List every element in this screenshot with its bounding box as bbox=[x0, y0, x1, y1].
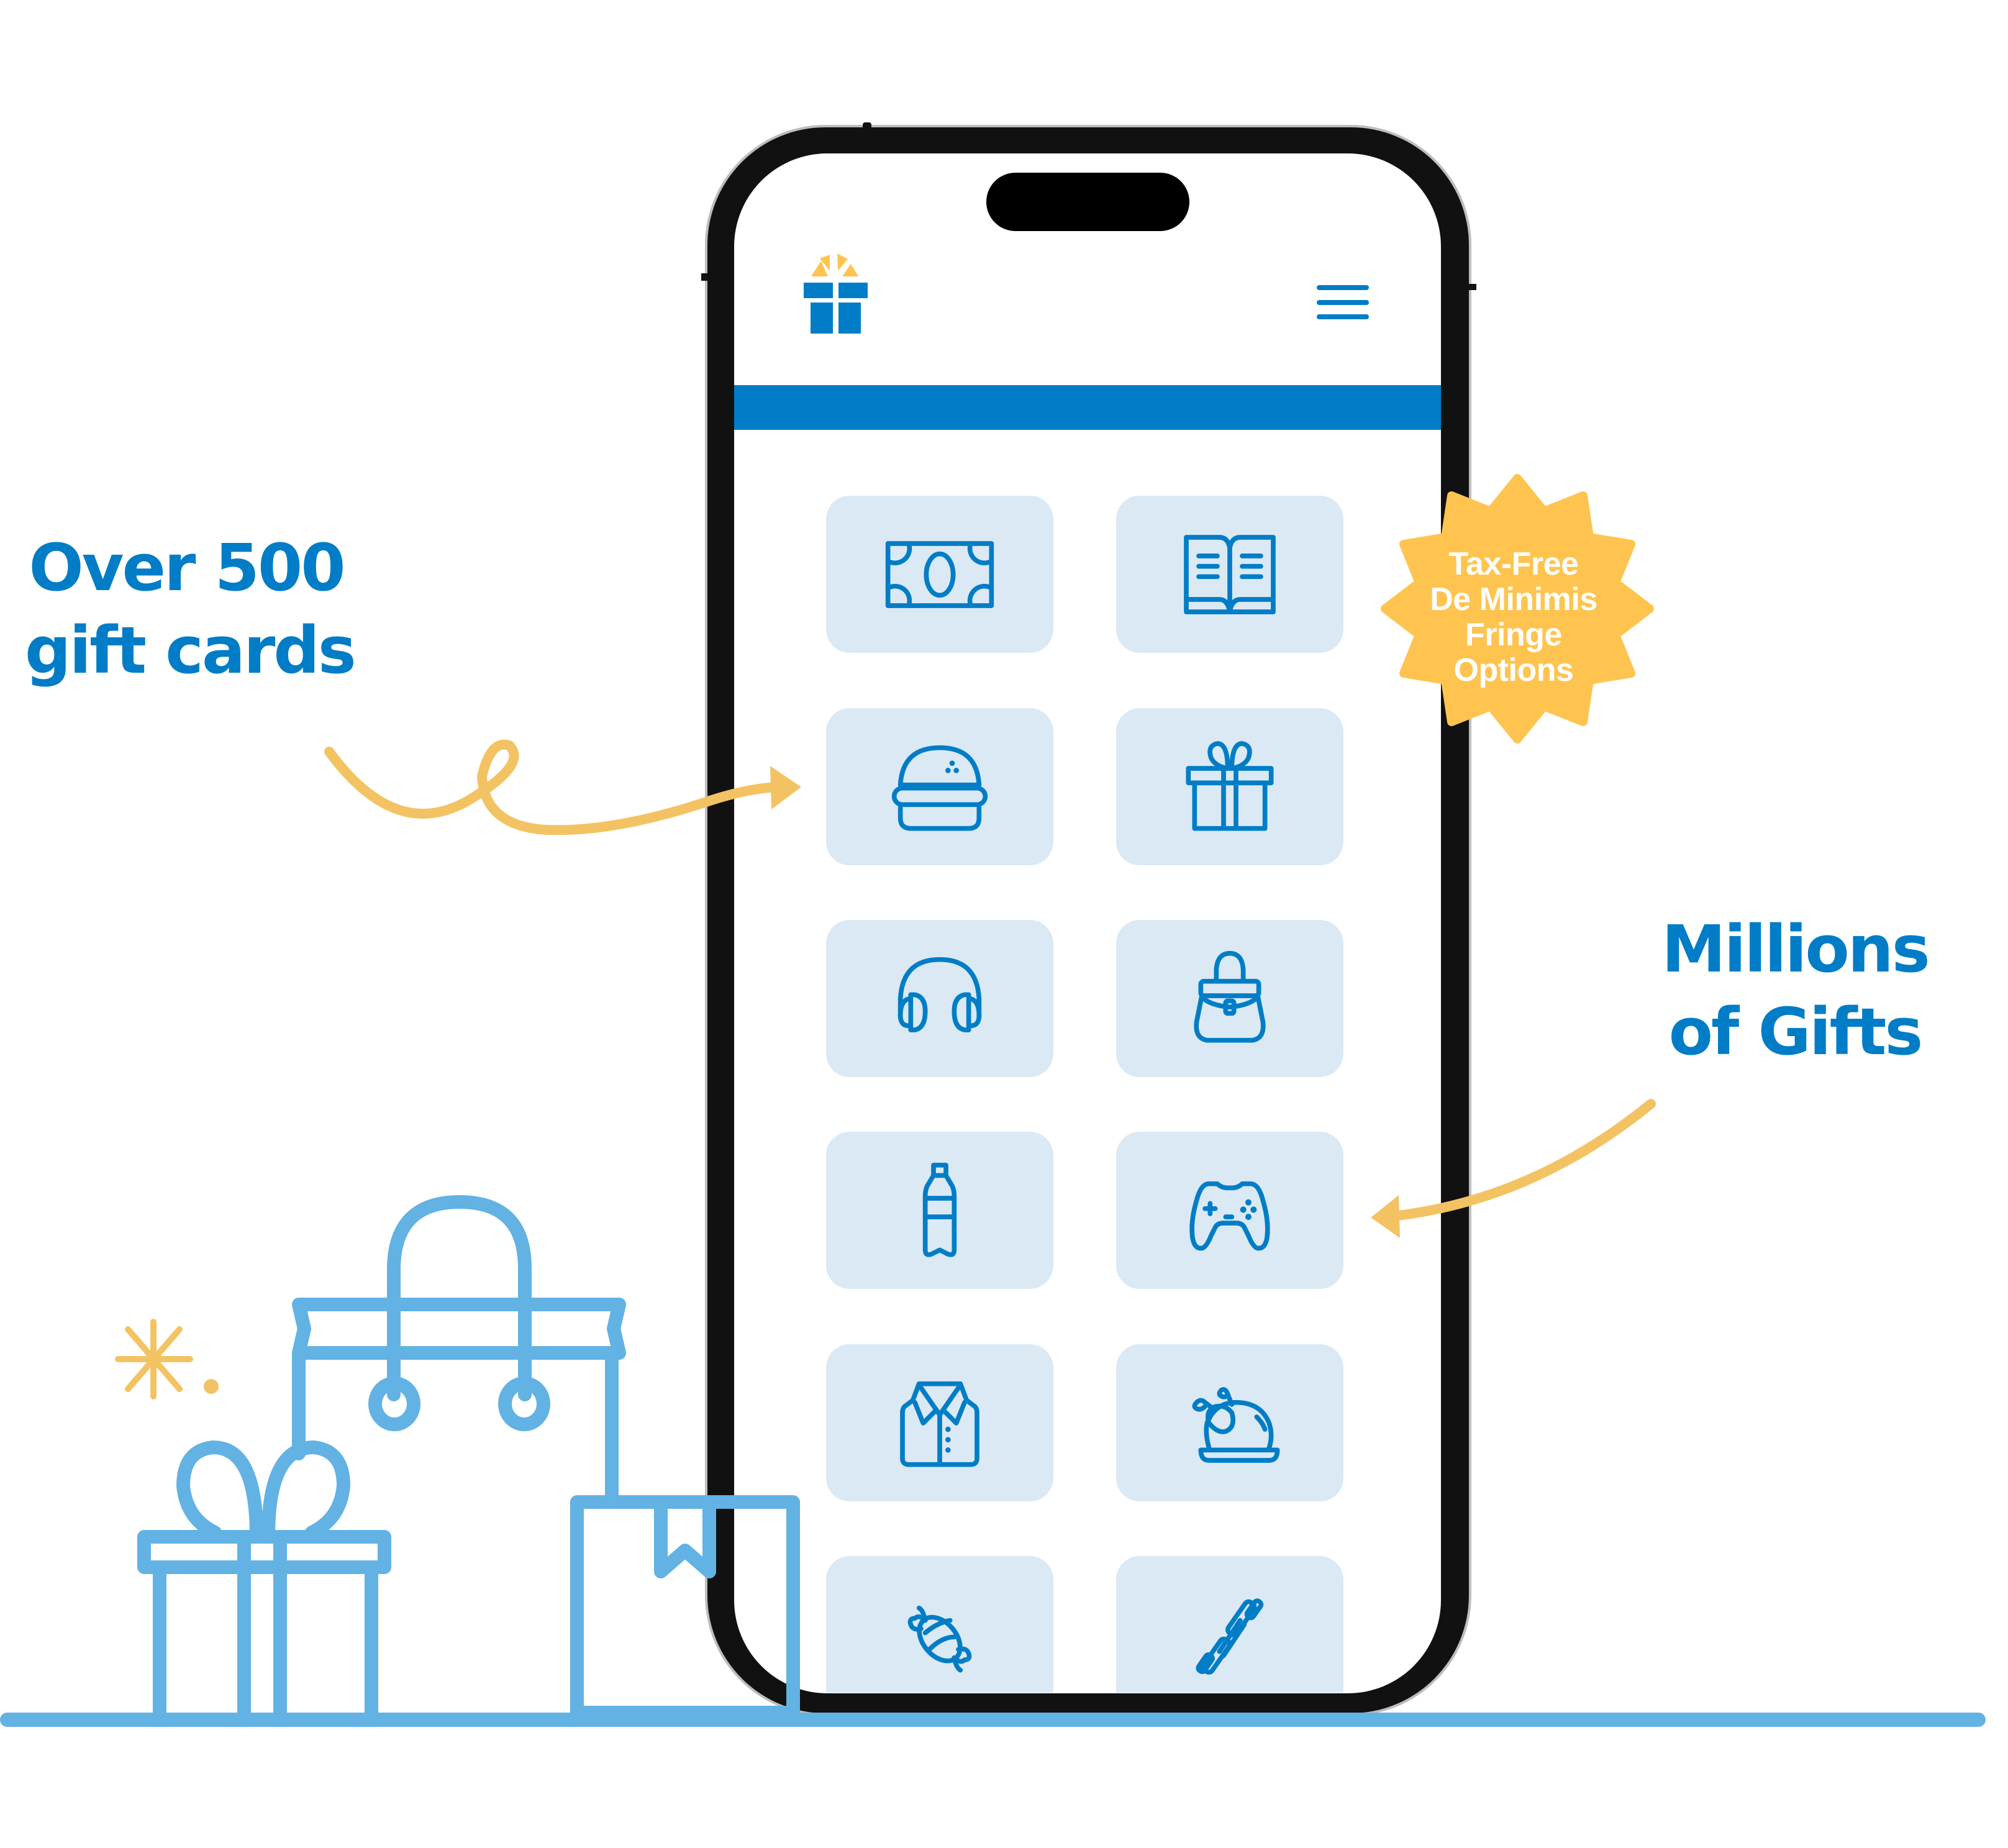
category-tile-cash[interactable] bbox=[826, 496, 1053, 653]
game-controller-icon bbox=[1189, 1181, 1270, 1250]
handbag-icon bbox=[1194, 950, 1266, 1042]
ground-line bbox=[0, 1713, 1986, 1727]
money-bill-icon bbox=[885, 540, 994, 608]
category-tile-fitness[interactable] bbox=[1116, 1556, 1343, 1693]
callout-line-2: gift cards bbox=[25, 612, 357, 688]
burger-icon bbox=[891, 745, 988, 831]
badge-line: De Minimis bbox=[1430, 581, 1597, 617]
callout-millions-of-gifts: Millions of Gifts bbox=[1652, 908, 1938, 1073]
open-book-icon bbox=[1184, 534, 1276, 614]
starburst-badge bbox=[1381, 474, 1654, 744]
dumbbell-icon bbox=[1196, 1598, 1264, 1675]
phone-side-button-right bbox=[1469, 284, 1476, 290]
hamburger-menu-button[interactable] bbox=[1314, 282, 1371, 323]
category-tile-apparel[interactable] bbox=[826, 1344, 1053, 1501]
headphones-icon bbox=[897, 957, 982, 1032]
callout-over-500-gift-cards: Over 500 gift cards bbox=[25, 527, 357, 692]
callout-line-2: of Gifts bbox=[1668, 994, 1924, 1070]
category-tile-electronics[interactable] bbox=[826, 920, 1053, 1077]
gift-box-icon bbox=[1186, 740, 1274, 831]
menu-line bbox=[1317, 300, 1369, 305]
candy-icon bbox=[907, 1605, 972, 1672]
header-banner bbox=[734, 385, 1441, 430]
category-tile-drinks[interactable] bbox=[826, 1132, 1053, 1289]
badge-line: Options bbox=[1453, 652, 1574, 688]
category-tile-fashion[interactable] bbox=[1116, 920, 1343, 1077]
badge-line: Tax-Free bbox=[1448, 546, 1579, 582]
category-tile-gifts[interactable] bbox=[1116, 708, 1343, 865]
menu-line bbox=[1317, 285, 1369, 290]
roast-chicken-icon bbox=[1192, 1386, 1280, 1463]
callout-line-1: Millions bbox=[1661, 911, 1930, 987]
phone-side-button-left bbox=[701, 273, 707, 281]
gifts-illustration bbox=[115, 1195, 800, 1719]
category-tile-food[interactable] bbox=[826, 708, 1053, 865]
gift-logo-icon[interactable] bbox=[804, 253, 868, 335]
shipping-box-icon bbox=[570, 1495, 800, 1719]
shopping-bag-icon bbox=[292, 1195, 626, 1502]
menu-line bbox=[1317, 314, 1369, 319]
category-tile-sweets[interactable] bbox=[826, 1556, 1053, 1693]
category-grid bbox=[734, 435, 1441, 1693]
callout-line-1: Over 500 bbox=[29, 530, 345, 606]
shirt-icon bbox=[900, 1381, 979, 1467]
water-bottle-icon bbox=[922, 1162, 957, 1257]
category-tile-books[interactable] bbox=[1116, 496, 1343, 653]
dynamic-island bbox=[986, 173, 1189, 231]
category-tile-gaming[interactable] bbox=[1116, 1132, 1343, 1289]
badge-line: Fringe bbox=[1465, 617, 1562, 653]
category-tile-grocery[interactable] bbox=[1116, 1344, 1343, 1501]
phone-top-button bbox=[863, 122, 871, 131]
badge-text: Tax-Free De Minimis Fringe Options bbox=[1389, 547, 1638, 688]
sparkle-dot bbox=[204, 1379, 219, 1394]
sparkle-icon bbox=[115, 1319, 193, 1400]
gift-box-icon bbox=[137, 1441, 391, 1719]
